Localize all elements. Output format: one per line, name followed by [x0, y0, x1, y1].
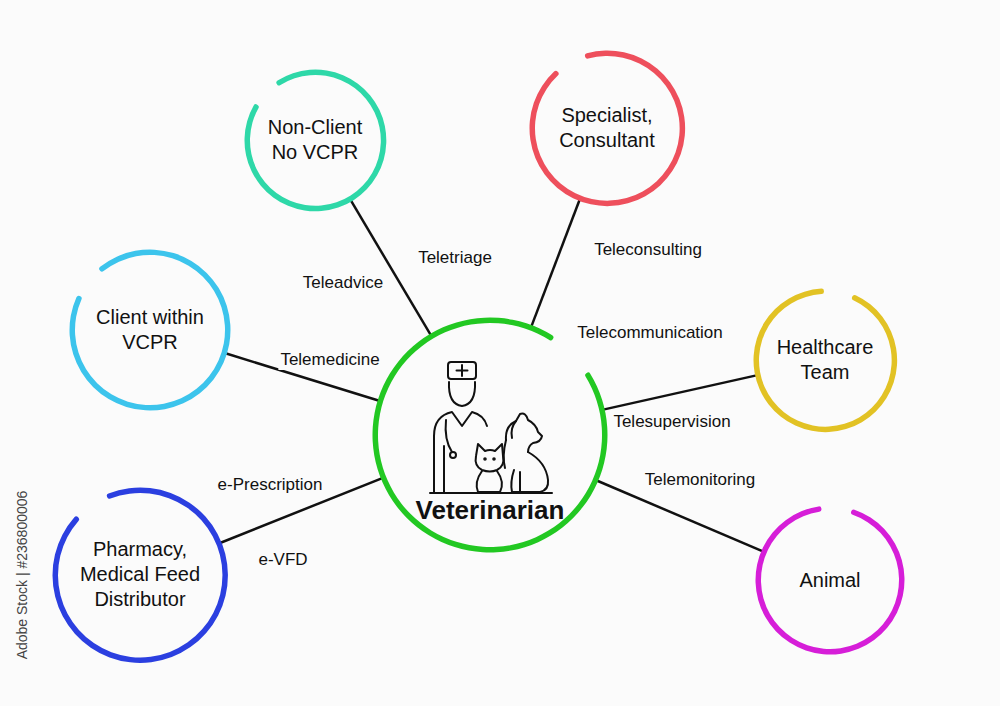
cat-body [477, 471, 502, 492]
center-circle: Veterinarian [375, 320, 605, 550]
topic-circle: Non-Client No VCPR [247, 72, 384, 209]
topic-circle: Specialist, Consultant [532, 53, 683, 204]
dog-chest [504, 440, 506, 468]
node-label: Specialist, Consultant [544, 103, 669, 153]
cap-cross [457, 370, 468, 372]
circle-stroke [529, 50, 685, 206]
stethoscope-head [450, 452, 456, 458]
circle-outline [247, 72, 384, 209]
node-label: Client within VCPR [90, 305, 210, 355]
stethoscope [446, 420, 452, 452]
topic-circle: Pharmacy, Medical Feed Distributor [55, 490, 225, 660]
node-label: Animal [799, 568, 860, 593]
dog-head [506, 414, 542, 452]
topic-circle: Healthcare Team [756, 291, 895, 430]
connector-line [603, 375, 756, 409]
connector-label: Telemonitoring [643, 470, 758, 490]
circle-outline [532, 53, 683, 204]
circle-stroke [755, 506, 904, 654]
connector-label: Telesupervision [611, 412, 732, 432]
node-label: Healthcare Team [769, 335, 881, 385]
connector-label: Teletriage [416, 248, 494, 268]
connector-line [531, 199, 580, 326]
connector-label: e-VFD [256, 550, 309, 570]
watermark: Adobe Stock | #236800006 [14, 489, 30, 662]
head [449, 382, 475, 406]
coat-line [443, 446, 445, 492]
cat-eye [493, 458, 495, 460]
circle-stroke [753, 288, 897, 432]
connector-label: Teleadvice [301, 273, 385, 293]
circle-outline [72, 252, 228, 408]
circle-stroke [373, 318, 608, 553]
topic-circle: Client within VCPR [72, 252, 228, 408]
dog-ear [512, 421, 517, 438]
center-title: Veterinarian [416, 495, 565, 526]
circle-outline [756, 291, 895, 430]
topic-circle: Animal [758, 508, 902, 652]
node-label: Non-Client No VCPR [260, 115, 370, 165]
dog-body [511, 452, 548, 492]
cap [448, 362, 476, 379]
connector-line [597, 481, 763, 552]
connector-label: e-Prescription [216, 475, 325, 495]
coat [434, 412, 487, 492]
connector-label: Teleconsulting [592, 240, 704, 260]
cat-eye [484, 458, 486, 460]
ground-line [430, 492, 552, 494]
connector-label: Telecommunication [575, 323, 725, 343]
circle-stroke [69, 250, 230, 411]
connector-label: Telemedicine [278, 350, 381, 370]
circle-stroke [52, 487, 227, 662]
dog-leg [519, 472, 521, 492]
circle-stroke [244, 69, 386, 211]
cat-head [476, 444, 504, 472]
node-label: Pharmacy, Medical Feed Distributor [72, 537, 207, 612]
